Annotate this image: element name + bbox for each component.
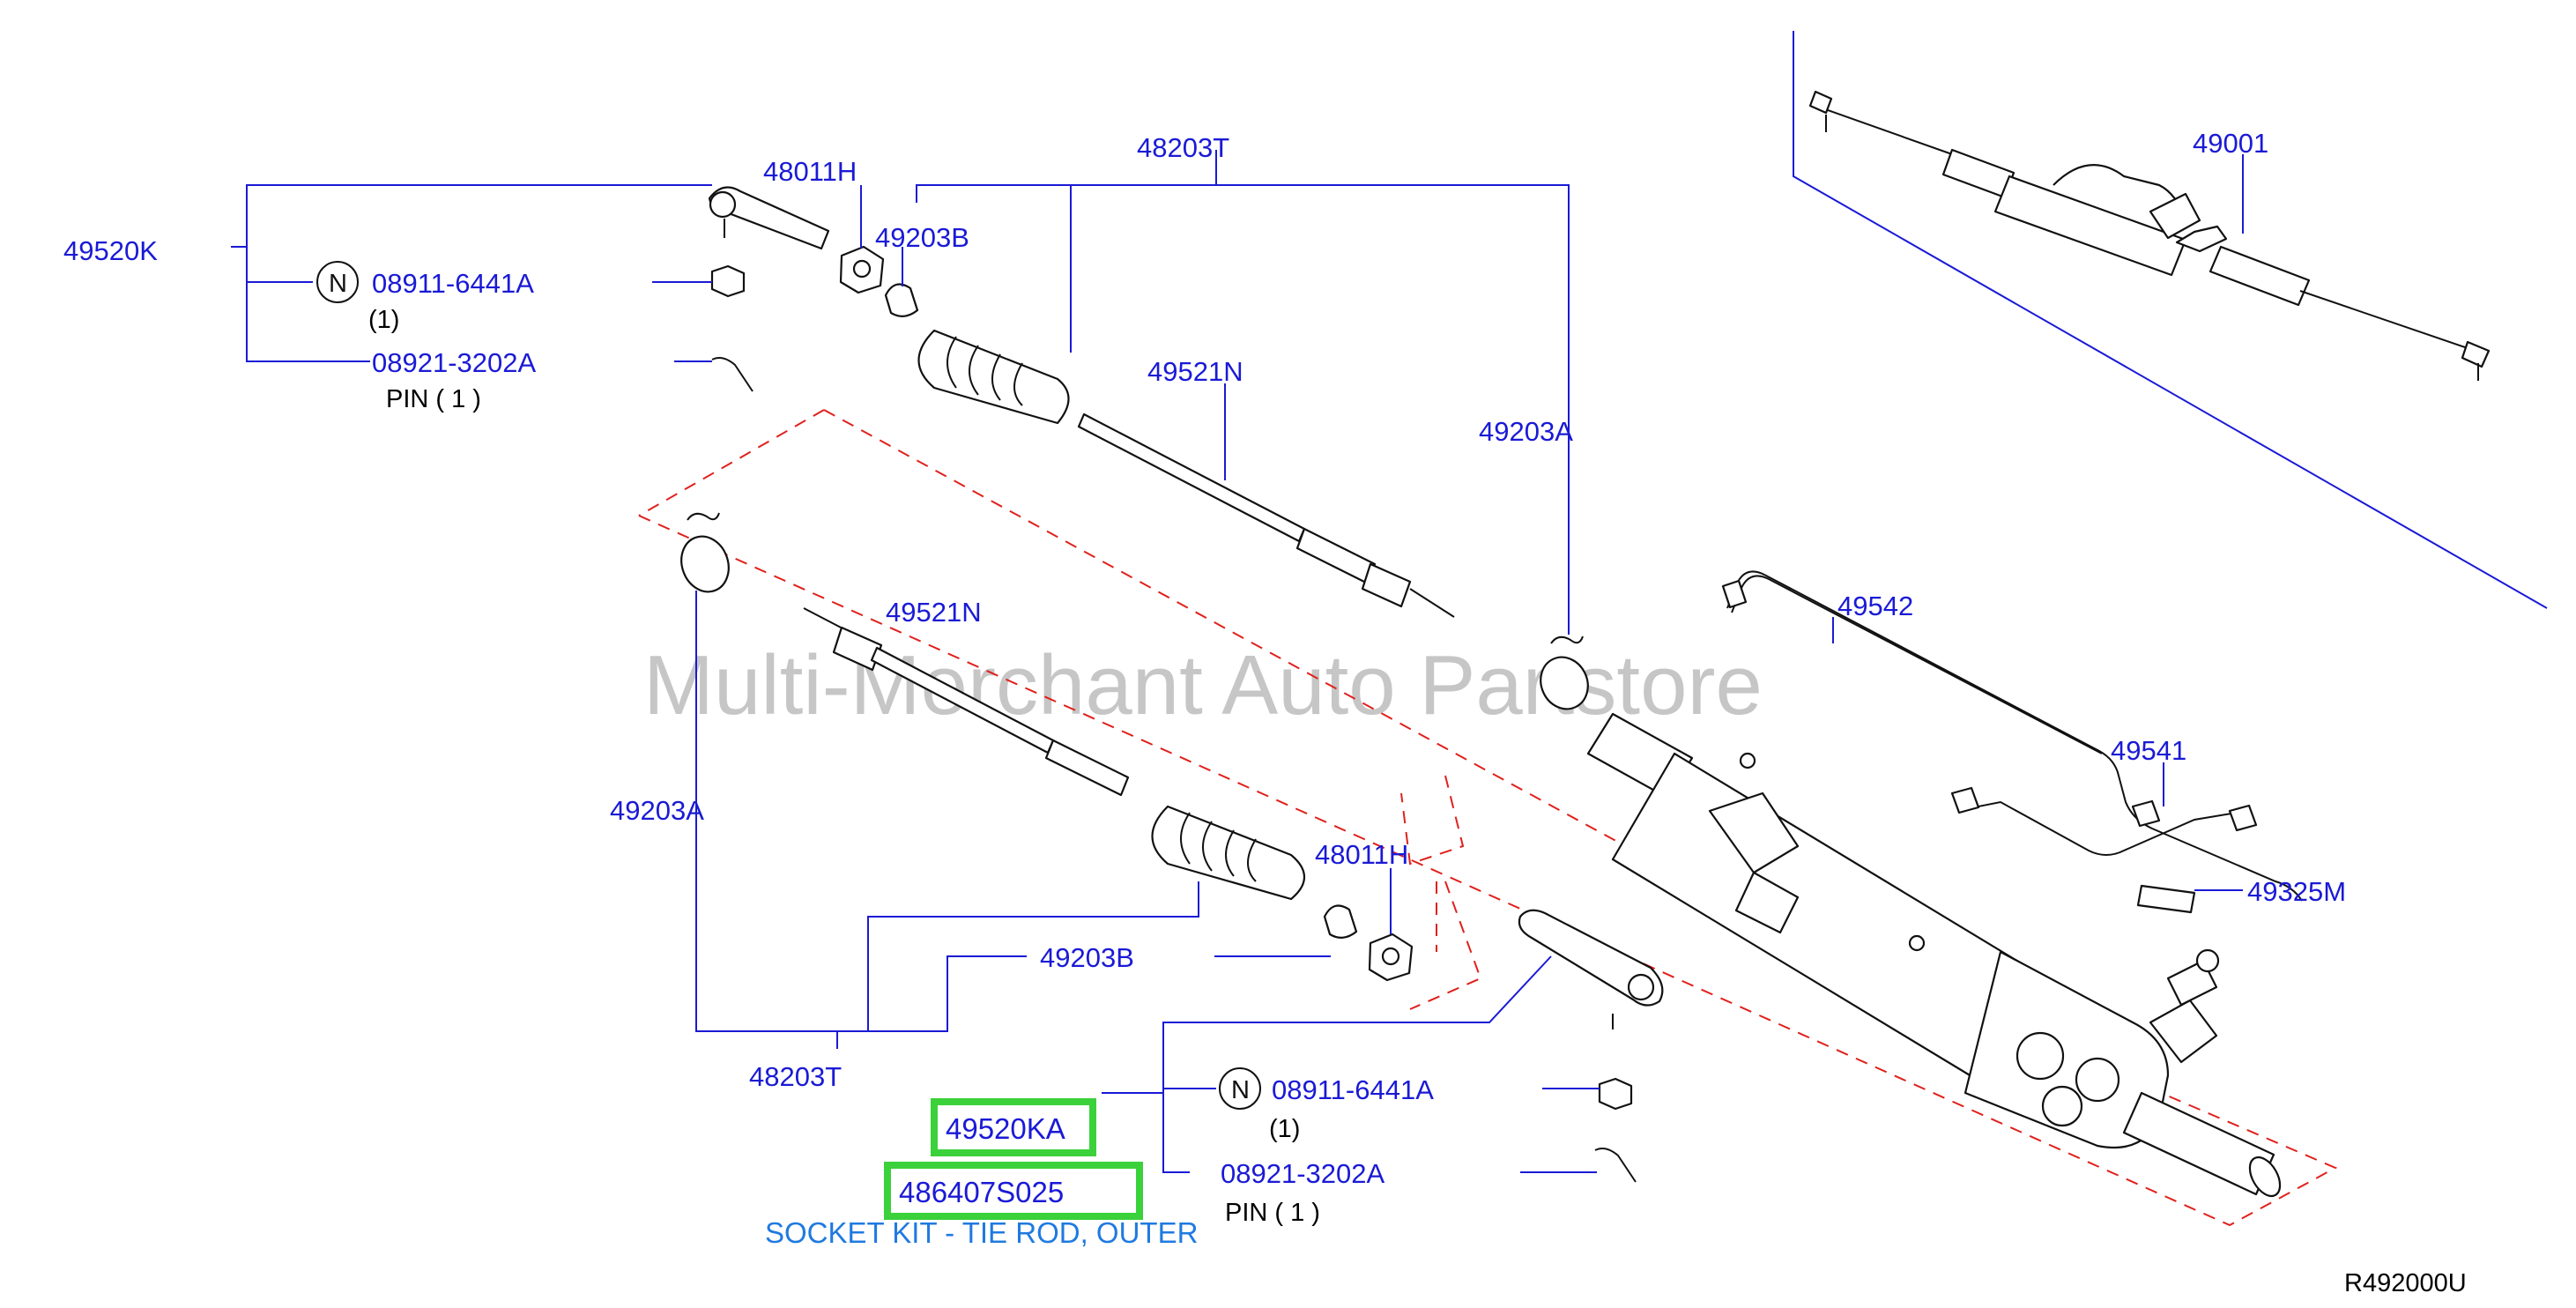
lower-clamp-b [1323, 904, 1358, 939]
upper-lock-nut [839, 245, 885, 294]
upper-tie-rod-end [708, 186, 830, 250]
upper-pin [711, 357, 753, 392]
steering-gear-housing [1586, 712, 2282, 1198]
label-49325m[interactable]: 49325M [2247, 876, 2346, 907]
label-49541[interactable]: 49541 [2111, 735, 2186, 766]
label-nut-qty-lower: (1) [1269, 1115, 1300, 1143]
upper-nut [710, 264, 746, 298]
upper-inner-socket [1077, 412, 1455, 618]
upper-boot [917, 329, 1070, 425]
note-circle-upper [316, 261, 359, 303]
lower-lock-nut [1368, 933, 1414, 982]
label-pin-qty-upper: PIN ( 1 ) [386, 385, 481, 413]
note-marker-upper: N [329, 270, 347, 298]
reference-code: R492000U [2344, 1269, 2467, 1297]
label-49520ka[interactable]: 49520KA [946, 1112, 1065, 1145]
label-49203b-lower[interactable]: 49203B [1040, 942, 1134, 973]
label-49542[interactable]: 49542 [1837, 591, 1913, 621]
gear-assembly-inset: 49001 [1793, 31, 2548, 609]
label-48011h-upper[interactable]: 48011H [763, 156, 857, 187]
label-48203t-lower[interactable]: 48203T [749, 1061, 842, 1092]
feed-tubes [1721, 570, 2303, 902]
lower-inner-socket [803, 607, 1130, 797]
label-49203a-upper[interactable]: 49203A [1479, 416, 1573, 447]
label-pin-code-upper[interactable]: 08921-3202A [372, 347, 536, 378]
label-49203b-upper[interactable]: 49203B [875, 222, 969, 253]
lower-labels: 49203A 49521N 48011H 49203B 48203T N 089… [610, 591, 2346, 1227]
label-49521n-upper[interactable]: 49521N [1147, 356, 1243, 387]
label-nut-code-lower[interactable]: 08911-6441A [1272, 1074, 1434, 1105]
label-486407s025[interactable]: 486407S025 [899, 1176, 1064, 1208]
highlight-box-486407s025[interactable] [884, 1162, 1143, 1220]
lower-pin [1594, 1148, 1637, 1183]
label-49203a-lower[interactable]: 49203A [610, 795, 704, 826]
upper-clamp-a [1540, 635, 1589, 710]
description-socket-kit: SOCKET KIT - TIE ROD, OUTER [765, 1216, 1198, 1249]
lower-nut [1598, 1077, 1633, 1111]
label-nut-qty-upper: (1) [368, 306, 399, 334]
lower-tie-rod-end [1518, 909, 1664, 1029]
label-pin-code-lower[interactable]: 08921-3202A [1221, 1158, 1385, 1189]
label-48203t-upper[interactable]: 48203T [1137, 132, 1229, 163]
highlighted-parts: 49520KA 486407S025 SOCKET KIT - TIE ROD,… [765, 1098, 1198, 1249]
highlight-box-49520ka[interactable] [931, 1098, 1096, 1156]
label-pin-qty-lower: PIN ( 1 ) [1225, 1199, 1320, 1227]
watermark: Multi-Merchant Auto Partstore [643, 638, 1763, 732]
label-nut-code-upper[interactable]: 08911-6441A [372, 268, 534, 299]
plug-49325m [2136, 884, 2196, 914]
note-marker-lower: N [1231, 1076, 1250, 1104]
label-49520k[interactable]: 49520K [63, 235, 158, 266]
note-circle-lower [1219, 1067, 1261, 1110]
label-49521n-lower[interactable]: 49521N [886, 597, 982, 628]
upper-clamp-b [884, 283, 919, 317]
lower-clamp-a [680, 512, 730, 593]
label-gear-assy: 49001 [2193, 128, 2268, 159]
leader-lines [231, 150, 2243, 1173]
upper-labels: 49520K 48011H 48203T 49203B N 08911-6441… [63, 132, 1573, 447]
lower-boot [1151, 805, 1305, 901]
label-48011h-lower[interactable]: 48011H [1315, 839, 1408, 870]
